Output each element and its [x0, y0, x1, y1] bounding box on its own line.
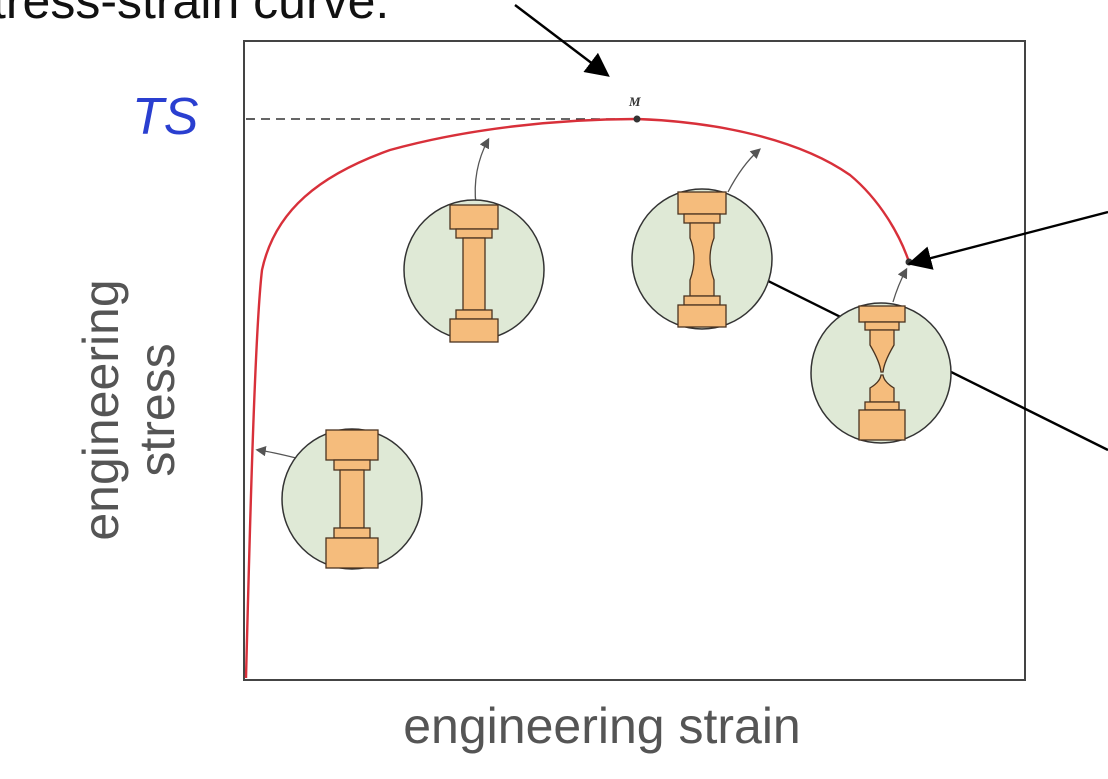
title-fragment: tress-strain curve:	[0, 0, 389, 29]
y-axis-label: engineering stress	[73, 279, 185, 540]
specimen-inset-fracture	[810, 302, 952, 444]
specimen-fracture-icon	[858, 305, 906, 441]
specimen-uniform-icon	[449, 204, 499, 343]
specimen-elastic-icon	[325, 429, 379, 569]
stress-strain-curve	[244, 117, 911, 679]
x-axis-label: engineering strain	[403, 698, 801, 754]
specimen-inset-uniform	[403, 199, 545, 343]
leader-arrow-fracture	[892, 267, 908, 303]
max-point-marker	[633, 115, 641, 123]
specimen-inset-necking	[631, 188, 773, 330]
fracture-point-marker	[905, 258, 913, 266]
y-axis-label-line1: engineering	[73, 279, 129, 540]
leader-arrow-elastic	[255, 445, 297, 459]
leader-arrow-necking	[727, 148, 761, 193]
callout-arrow-fracture	[907, 210, 1108, 270]
point-label-m: M	[628, 94, 641, 109]
ts-label: TS	[132, 88, 199, 146]
specimen-inset-elastic	[281, 428, 423, 570]
leader-arrow-uniform	[474, 137, 490, 206]
y-axis-label-line2: stress	[129, 343, 185, 476]
specimen-necking-icon	[677, 191, 727, 328]
callout-arrow-title	[514, 4, 610, 77]
